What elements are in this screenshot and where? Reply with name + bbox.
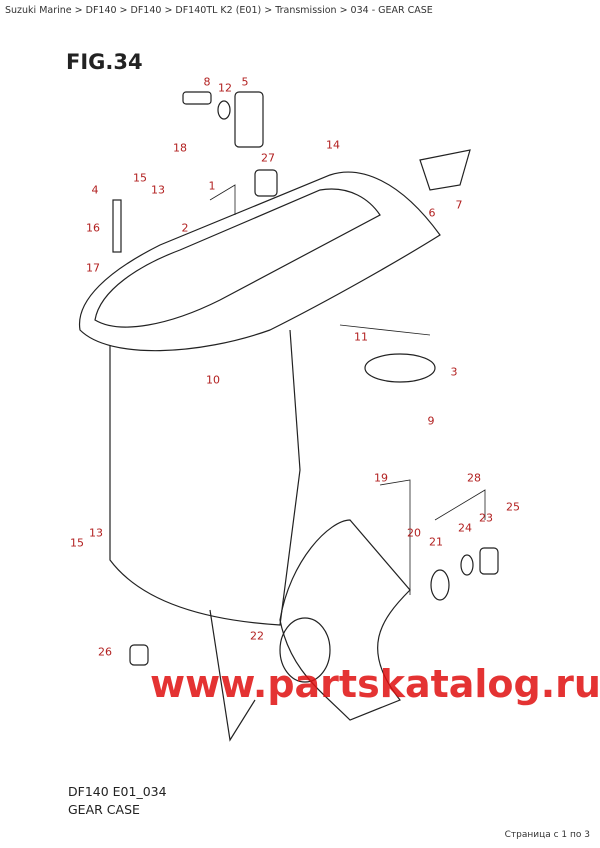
callout[interactable]: 26 — [98, 645, 112, 659]
callout[interactable]: 12 — [218, 81, 232, 95]
callout[interactable]: 16 — [86, 221, 100, 235]
callout[interactable]: 15 — [70, 536, 84, 550]
callout[interactable]: 19 — [374, 471, 388, 485]
breadcrumb-separator: > — [119, 5, 128, 16]
callout[interactable]: 14 — [326, 138, 340, 152]
callout[interactable]: 2 — [181, 221, 189, 235]
callout[interactable]: 18 — [173, 141, 187, 155]
propeller — [279, 519, 411, 721]
housing-upper — [78, 171, 441, 352]
breadcrumb: Suzuki Marine>DF140>DF140>DF140TL K2 (E0… — [5, 5, 433, 16]
callout[interactable]: 6 — [428, 206, 436, 220]
housing-lower — [109, 329, 301, 626]
part-12 — [217, 100, 231, 120]
callout[interactable]: 7 — [455, 198, 463, 212]
callout[interactable]: 10 — [206, 373, 220, 387]
part-21 — [430, 569, 450, 601]
callout[interactable]: 22 — [250, 629, 264, 643]
breadcrumb-item[interactable]: DF140 — [85, 5, 117, 16]
breadcrumb-separator: > — [264, 5, 273, 16]
callout[interactable]: 25 — [506, 500, 520, 514]
callout[interactable]: 28 — [467, 471, 481, 485]
breadcrumb-item[interactable]: DF140TL K2 (E01) — [175, 5, 262, 16]
callout[interactable]: 17 — [86, 261, 100, 275]
breadcrumb-current: 034 - GEAR CASE — [350, 5, 433, 16]
callout[interactable]: 15 — [133, 171, 147, 185]
callout[interactable]: 4 — [91, 183, 99, 197]
part-5 — [234, 91, 264, 148]
part-16 — [112, 199, 122, 253]
callout[interactable]: 9 — [427, 414, 435, 428]
callout[interactable]: 23 — [479, 511, 493, 525]
breadcrumb-item[interactable]: DF140 — [130, 5, 162, 16]
part-27 — [254, 169, 278, 197]
breadcrumb-separator: > — [339, 5, 348, 16]
part-6-7 — [419, 149, 471, 191]
callout[interactable]: 1 — [208, 179, 216, 193]
callout[interactable]: 3 — [450, 365, 458, 379]
part-24 — [460, 554, 474, 576]
figure-title: FIG.34 — [66, 50, 143, 74]
diagram-name: GEAR CASE — [68, 802, 140, 817]
callout[interactable]: 13 — [151, 183, 165, 197]
callout[interactable]: 24 — [458, 521, 472, 535]
page-indicator: Страница с 1 по 3 — [504, 830, 590, 840]
part-3 — [364, 353, 436, 383]
breadcrumb-item[interactable]: Transmission — [275, 5, 337, 16]
callout[interactable]: 21 — [429, 535, 443, 549]
callout[interactable]: 13 — [89, 526, 103, 540]
callout[interactable]: 27 — [261, 151, 275, 165]
watermark: www.partskatalog.ru — [150, 662, 600, 706]
part-26 — [129, 644, 149, 666]
breadcrumb-separator: > — [164, 5, 173, 16]
breadcrumb-separator: > — [74, 5, 83, 16]
housing-deck — [94, 188, 381, 328]
breadcrumb-item[interactable]: Suzuki Marine — [5, 5, 72, 16]
skeg — [209, 609, 256, 742]
callout[interactable]: 8 — [203, 75, 211, 89]
propeller-hub — [279, 617, 331, 683]
callout[interactable]: 5 — [241, 75, 249, 89]
callout[interactable]: 11 — [354, 330, 368, 344]
part-8 — [182, 91, 212, 105]
part-23 — [479, 547, 499, 575]
callout[interactable]: 20 — [407, 526, 421, 540]
diagram-code: DF140 E01_034 — [68, 784, 167, 799]
